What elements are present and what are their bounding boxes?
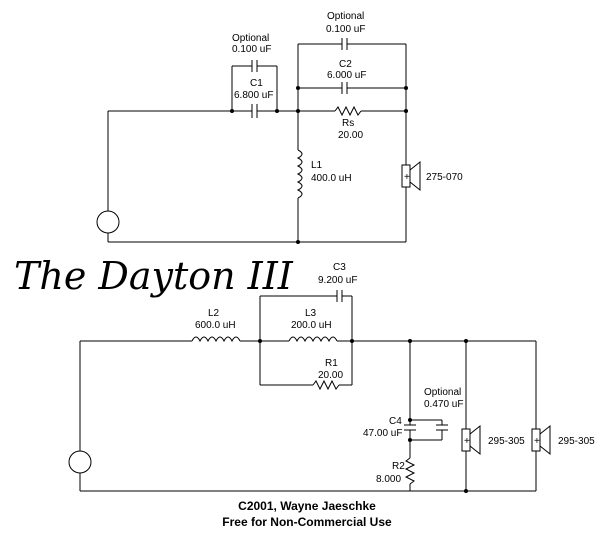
capacitor-c3 <box>336 290 343 302</box>
value-opt-top: 0.100 uF <box>326 24 365 35</box>
inductor-l2 <box>191 336 241 343</box>
svg-text:+: + <box>404 172 410 183</box>
label-c2: C2 <box>339 59 352 70</box>
credit-license: Free for Non-Commercial Use <box>222 515 392 529</box>
capacitor-optional-top <box>341 38 348 50</box>
value-opt-c1: 0.100 uF <box>232 44 271 55</box>
credit-author: C2001, Wayne Jaeschke <box>238 499 376 513</box>
label-opt-c1: Optional <box>232 33 269 44</box>
value-r2: 8.000 <box>376 474 401 485</box>
svg-text:+: + <box>534 436 540 447</box>
capacitor-c1 <box>251 104 258 118</box>
speaker-woofer-2: + <box>531 424 551 456</box>
capacitor-optional-c4 <box>436 424 448 431</box>
woofer-crossover-circuit: + + <box>68 290 551 493</box>
label-c3: C3 <box>333 262 346 273</box>
value-c3: 9.200 uF <box>318 275 357 286</box>
value-c2: 6.000 uF <box>327 70 366 81</box>
inductor-l1 <box>296 149 303 199</box>
speaker-woofer-1: + <box>461 424 481 456</box>
capacitor-c4 <box>404 424 416 431</box>
label-l2: L2 <box>208 308 220 319</box>
source-symbol <box>96 210 120 234</box>
label-r2: R2 <box>392 461 405 472</box>
label-rs: Rs <box>342 118 354 129</box>
driver-label-woofer-1: 295-305 <box>488 436 525 447</box>
tweeter-crossover-circuit: + <box>96 38 421 244</box>
speaker-tweeter: + <box>401 160 421 192</box>
label-c1: C1 <box>250 78 263 89</box>
label-opt-top: Optional <box>327 11 364 22</box>
value-c1: 6.800 uF <box>234 90 273 101</box>
resistor-r1 <box>312 379 340 391</box>
value-c4: 47.00 uF <box>363 428 402 439</box>
value-l2: 600.0 uH <box>195 320 236 331</box>
driver-label-woofer-2: 295-305 <box>558 436 595 447</box>
value-r1: 20.00 <box>318 370 343 381</box>
value-opt-c4: 0.470 uF <box>424 399 463 410</box>
value-rs: 20.00 <box>338 130 363 141</box>
capacitor-optional-c1 <box>251 60 258 72</box>
inductor-l3 <box>288 336 338 343</box>
resistor-rs <box>334 105 362 117</box>
source-symbol-woofer <box>68 450 92 474</box>
label-c4: C4 <box>389 416 402 427</box>
capacitor-c2 <box>341 82 348 94</box>
label-r1: R1 <box>325 358 338 369</box>
value-l1: 400.0 uH <box>311 173 352 184</box>
label-l3: L3 <box>305 308 317 319</box>
value-l3: 200.0 uH <box>291 320 332 331</box>
svg-text:+: + <box>464 436 470 447</box>
label-l1: L1 <box>311 160 323 171</box>
label-opt-c4: Optional <box>424 387 461 398</box>
resistor-r2 <box>404 457 416 485</box>
diagram-title: The Dayton III <box>14 254 294 298</box>
driver-label-tweeter: 275-070 <box>426 172 463 183</box>
